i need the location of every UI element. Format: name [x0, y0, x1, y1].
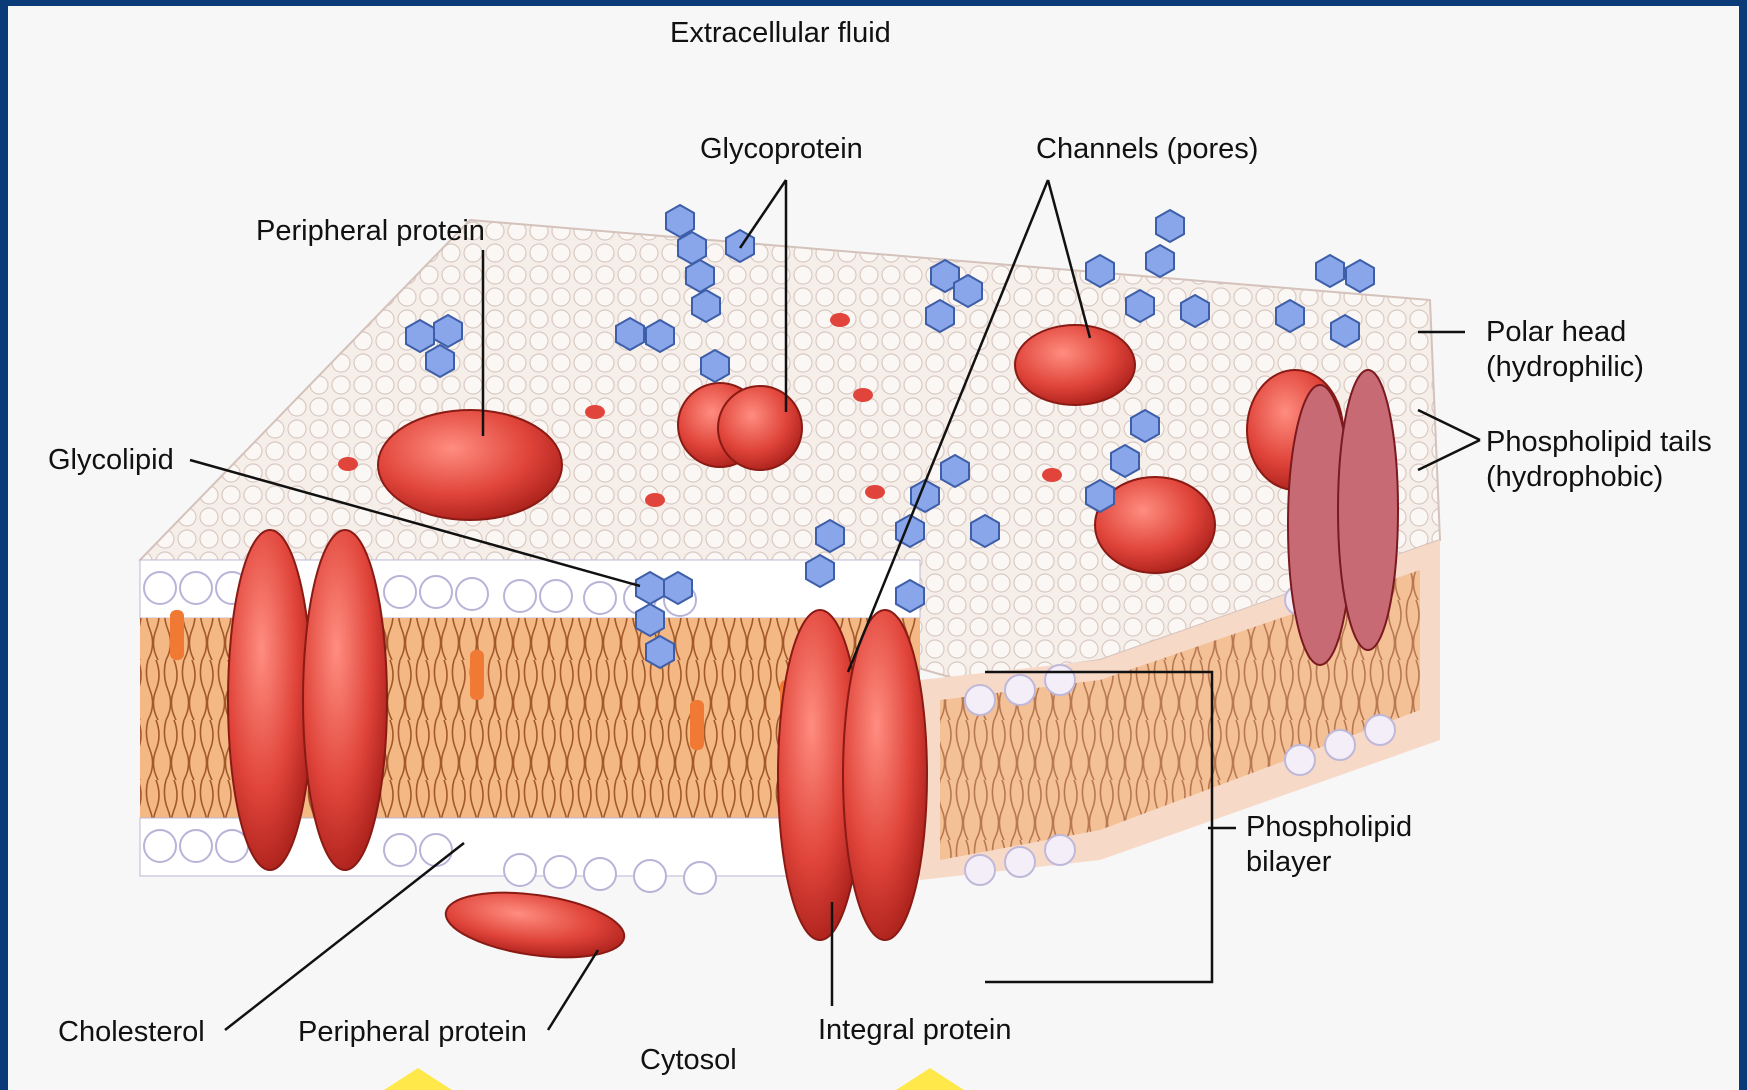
label-phospholipid-tails: Phospholipid tails: [1486, 425, 1712, 459]
label-glycoprotein: Glycoprotein: [700, 132, 863, 166]
peripheral-protein-top: [378, 410, 562, 520]
label-integral-protein: Integral protein: [818, 1013, 1011, 1047]
label-channels: Channels (pores): [1036, 132, 1258, 166]
label-hydrophilic: (hydrophilic): [1486, 350, 1644, 384]
label-cytosol: Cytosol: [640, 1043, 737, 1077]
label-cholesterol: Cholesterol: [58, 1015, 205, 1049]
label-bilayer: bilayer: [1246, 845, 1331, 879]
label-polar-head: Polar head: [1486, 315, 1626, 349]
yellow-arrow-marker-right: [896, 1068, 964, 1090]
label-peripheral-protein-bottom: Peripheral protein: [298, 1015, 527, 1049]
label-peripheral-protein-top: Peripheral protein: [256, 214, 485, 248]
glycoprotein-body: [678, 383, 802, 470]
label-glycolipid: Glycolipid: [48, 443, 174, 477]
label-extracellular-fluid: Extracellular fluid: [670, 16, 891, 50]
label-hydrophobic: (hydrophobic): [1486, 460, 1663, 494]
yellow-arrow-marker-left: [384, 1068, 452, 1090]
peripheral-protein-bottom: [442, 883, 629, 967]
label-phospholipid: Phospholipid: [1246, 810, 1412, 844]
